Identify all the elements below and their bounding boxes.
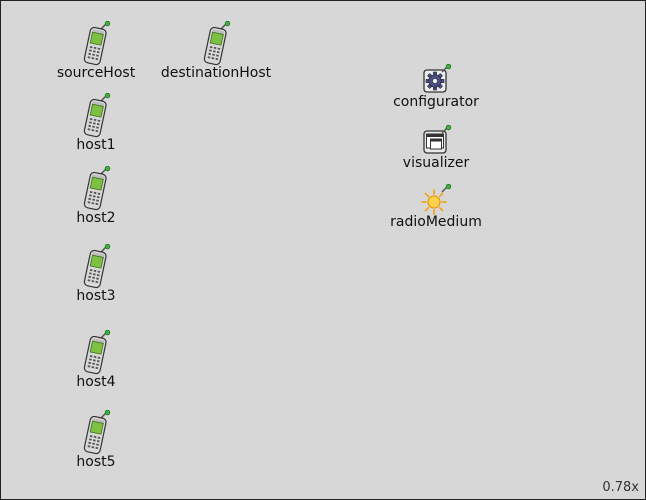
window-icon (423, 125, 452, 154)
host-node-host4[interactable]: host4 (26, 330, 166, 390)
host-label: host4 (76, 374, 116, 390)
host-label: host3 (76, 288, 116, 304)
module-node-configurator[interactable]: configurator (366, 64, 506, 110)
mobile-phone-icon (79, 166, 113, 212)
module-node-visualizer[interactable]: visualizer (366, 125, 506, 171)
module-node-radiomedium[interactable]: radioMedium (366, 184, 506, 230)
zoom-level: 0.78x (602, 480, 639, 495)
host-node-host3[interactable]: host3 (26, 244, 166, 304)
mobile-phone-icon (79, 410, 113, 456)
module-label: radioMedium (390, 214, 482, 230)
mobile-phone-icon (79, 93, 113, 139)
module-label: configurator (393, 94, 479, 110)
host-label: destinationHost (160, 65, 272, 81)
host-label: host5 (76, 454, 116, 470)
mobile-phone-icon (79, 330, 113, 376)
host-node-host5[interactable]: host5 (26, 410, 166, 470)
host-node-sourcehost[interactable]: sourceHost (26, 21, 166, 81)
host-label: sourceHost (56, 65, 136, 81)
host-node-destinationhost[interactable]: destinationHost (146, 21, 286, 81)
mobile-phone-icon (79, 244, 113, 290)
host-node-host2[interactable]: host2 (26, 166, 166, 226)
mobile-phone-icon (79, 21, 113, 67)
gear-cog-icon (423, 64, 452, 93)
host-label: host1 (76, 137, 116, 153)
sun-icon (421, 184, 452, 215)
host-node-host1[interactable]: host1 (26, 93, 166, 153)
mobile-phone-icon (199, 21, 233, 67)
module-label: visualizer (402, 155, 470, 171)
host-label: host2 (76, 210, 116, 226)
